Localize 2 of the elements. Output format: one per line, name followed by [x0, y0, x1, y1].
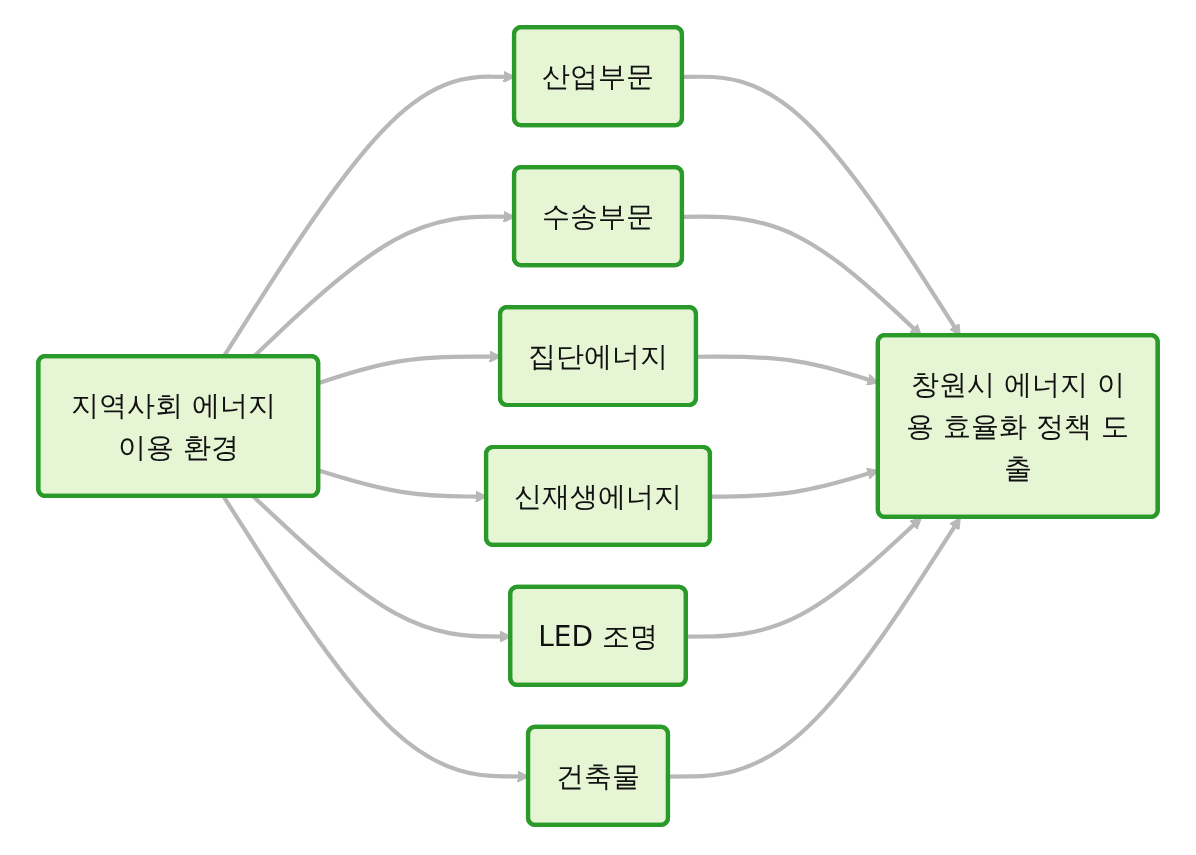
arrow [686, 517, 923, 639]
arrow [668, 517, 961, 779]
